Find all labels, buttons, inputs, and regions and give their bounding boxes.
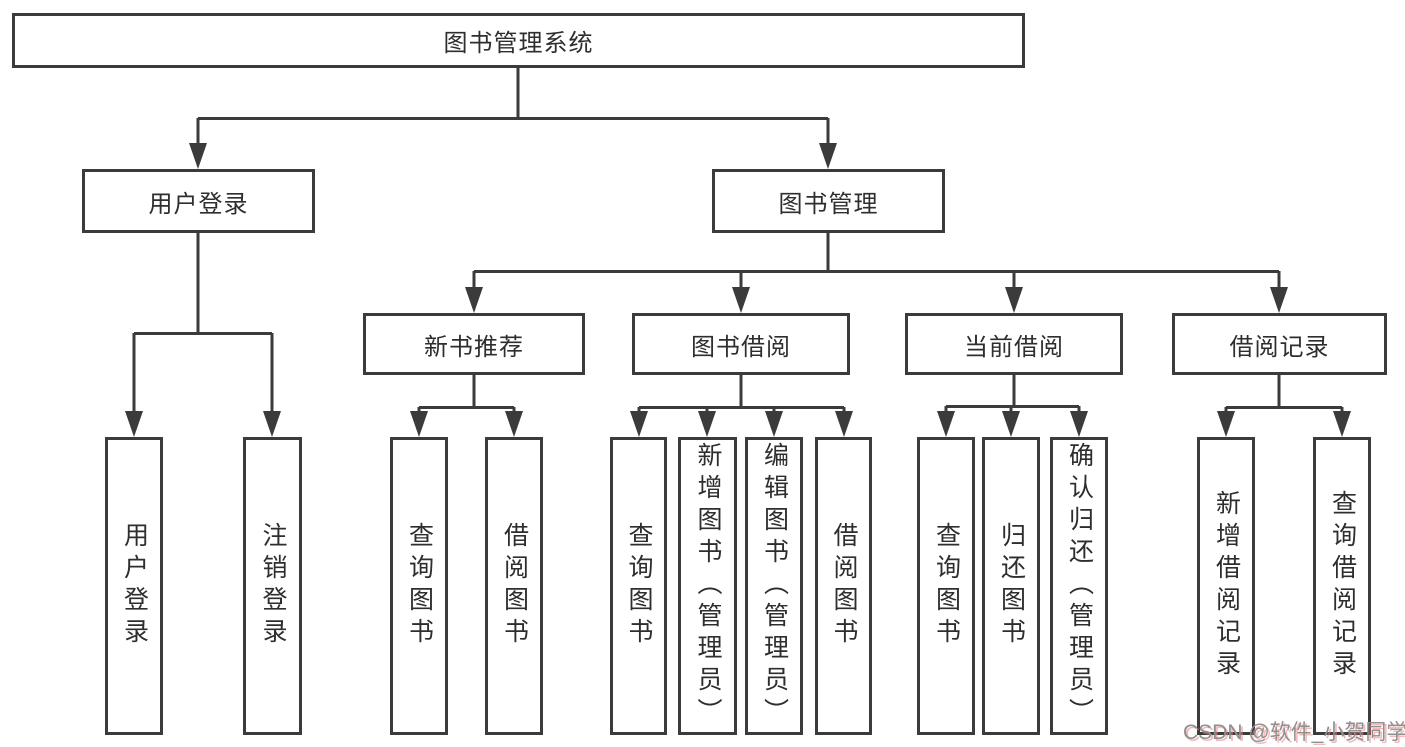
node-box-add-borrow-record: 新增借阅记录 xyxy=(1197,437,1255,735)
arrowhead-down-icon xyxy=(465,287,483,313)
arrowhead-down-icon xyxy=(937,411,955,437)
arrowhead-down-icon xyxy=(732,287,750,313)
node-box-return-books: 归还图书 xyxy=(982,437,1040,735)
node-label-borrowing-records: 借阅记录 xyxy=(1229,333,1330,361)
arrowhead-down-icon xyxy=(1070,411,1088,437)
node-label-user-login-leaf: 用户登录 xyxy=(120,522,149,650)
arrowhead-down-icon xyxy=(698,411,716,437)
node-box-query-books-current: 查询图书 xyxy=(917,437,975,735)
node-box-confirm-return-admin: 确认归还（管理员） xyxy=(1050,437,1108,735)
node-box-query-books-rec: 查询图书 xyxy=(390,437,448,735)
arrowhead-down-icon xyxy=(765,411,783,437)
node-label-root: 图书管理系统 xyxy=(443,30,594,57)
node-label-edit-books-admin: 编辑图书（管理员） xyxy=(760,442,789,730)
arrowhead-down-icon xyxy=(1270,287,1288,313)
node-label-borrow-books-rec: 借阅图书 xyxy=(500,522,529,650)
watermark-text: CSDN @软件_小贺同学 xyxy=(1183,721,1405,744)
arrowhead-down-icon xyxy=(189,143,207,169)
node-label-new-book-recommend: 新书推荐 xyxy=(424,333,524,361)
node-box-borrow-books: 借阅图书 xyxy=(815,437,872,735)
node-box-book-borrowing: 图书借阅 xyxy=(632,313,850,375)
arrowhead-down-icon xyxy=(1002,411,1020,437)
node-label-borrow-books: 借阅图书 xyxy=(830,522,858,650)
arrowhead-down-icon xyxy=(1333,411,1351,437)
node-box-user-login-leaf: 用户登录 xyxy=(105,437,163,735)
node-label-logout-leaf: 注销登录 xyxy=(259,522,287,650)
arrowhead-down-icon xyxy=(819,143,837,169)
node-label-book-borrowing: 图书借阅 xyxy=(691,333,791,361)
arrowhead-down-icon xyxy=(630,411,648,437)
node-label-query-borrow-record: 查询借阅记录 xyxy=(1328,490,1357,682)
node-label-return-books: 归还图书 xyxy=(997,522,1026,650)
arrowhead-down-icon xyxy=(1005,287,1023,313)
node-label-confirm-return-admin: 确认归还（管理员） xyxy=(1065,442,1094,730)
node-box-user-login: 用户登录 xyxy=(82,169,315,233)
node-label-query-books-rec: 查询图书 xyxy=(405,522,434,650)
arrowhead-down-icon xyxy=(125,411,143,437)
arrowhead-down-icon xyxy=(1217,411,1235,437)
node-box-edit-books-admin: 编辑图书（管理员） xyxy=(745,437,803,735)
node-label-user-login: 用户登录 xyxy=(148,190,249,218)
node-box-borrow-books-rec: 借阅图书 xyxy=(485,437,543,735)
node-box-new-book-recommend: 新书推荐 xyxy=(363,313,585,375)
arrowhead-down-icon xyxy=(410,411,428,437)
arrowhead-down-icon xyxy=(835,411,853,437)
node-box-current-borrowing: 当前借阅 xyxy=(905,313,1123,375)
node-label-add-books-admin: 新增图书（管理员） xyxy=(694,442,722,730)
node-label-current-borrowing: 当前借阅 xyxy=(964,333,1064,361)
node-label-book-management: 图书管理 xyxy=(778,190,879,218)
node-box-logout-leaf: 注销登录 xyxy=(243,437,302,735)
node-box-book-management: 图书管理 xyxy=(712,169,945,233)
node-label-query-books-current: 查询图书 xyxy=(932,522,961,650)
arrowhead-down-icon xyxy=(505,411,523,437)
node-label-query-books-borrow: 查询图书 xyxy=(625,522,653,650)
node-box-borrowing-records: 借阅记录 xyxy=(1172,313,1387,375)
arrowhead-down-icon xyxy=(263,411,281,437)
node-box-query-borrow-record: 查询借阅记录 xyxy=(1313,437,1371,735)
node-box-add-books-admin: 新增图书（管理员） xyxy=(678,437,737,735)
node-box-query-books-borrow: 查询图书 xyxy=(610,437,667,735)
node-box-root: 图书管理系统 xyxy=(12,13,1025,68)
node-label-add-borrow-record: 新增借阅记录 xyxy=(1212,490,1241,682)
